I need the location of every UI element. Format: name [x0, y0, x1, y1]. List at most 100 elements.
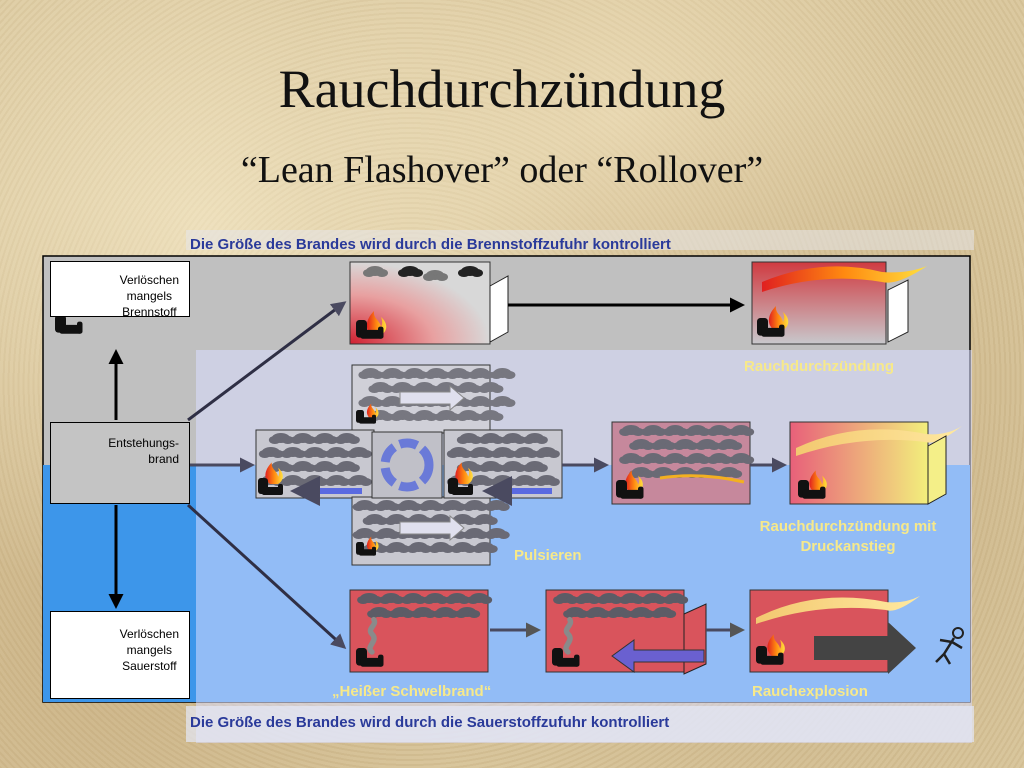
cloud-puff	[281, 436, 294, 444]
box-verloeschen-brennstoff: Verlöschen mangels Brennstoff	[50, 261, 190, 319]
cloud-puff	[534, 478, 547, 486]
smoke-icon	[367, 616, 378, 655]
cloud-puff	[459, 450, 472, 458]
figure-head	[952, 627, 964, 639]
cloud-icon	[450, 542, 476, 553]
cloud-icon	[418, 500, 444, 511]
cloud-puff	[676, 428, 689, 436]
chair-seat	[360, 657, 383, 667]
cloud-puff	[445, 596, 458, 604]
cloud-icon	[462, 500, 488, 511]
armchair-icon	[258, 478, 283, 495]
cloud-puff	[729, 456, 742, 464]
cloud-icon	[433, 607, 459, 618]
cloud-icon	[685, 425, 711, 436]
cloud-puff	[428, 545, 441, 553]
top-banner-band	[186, 230, 974, 250]
cloud-puff	[491, 413, 504, 421]
cloud-puff	[490, 399, 503, 407]
cloud-puff	[698, 428, 711, 436]
cloud-puff	[500, 464, 513, 472]
box-text-line: Entstehungs-	[108, 436, 179, 450]
arrow-icon	[399, 384, 465, 412]
cloud-puff	[513, 464, 526, 472]
cloud-puff	[371, 399, 384, 407]
cloud-puff	[384, 545, 397, 553]
cloud-puff	[347, 436, 360, 444]
cloud-puff	[396, 503, 409, 511]
cloud-icon	[707, 425, 733, 436]
cloud-icon	[685, 453, 711, 464]
cloud-icon	[312, 461, 338, 472]
cloud-puff	[469, 436, 482, 444]
cloud-puff	[663, 596, 676, 604]
cloud-puff	[456, 385, 469, 393]
armchair-icon	[356, 320, 384, 339]
cloud-puff	[472, 545, 485, 553]
caption-rauchdurchzuendung: Rauchdurchzündung	[744, 358, 894, 375]
cloud-puff	[453, 503, 466, 511]
cloud-icon	[629, 467, 655, 478]
cloud-puff	[563, 610, 576, 618]
cloud-puff	[389, 610, 402, 618]
cloud-puff	[363, 269, 375, 277]
cloud-icon	[379, 593, 405, 604]
cloud-puff	[575, 596, 588, 604]
cloud-puff	[525, 478, 538, 486]
cloud-icon	[478, 433, 504, 444]
caption-line: Rauchdurchzündung mit	[759, 518, 937, 535]
box-text-line: Brennstoff	[122, 305, 177, 319]
cloud-puff	[513, 436, 526, 444]
cloud-puff	[456, 413, 469, 421]
cloud-icon	[390, 410, 416, 421]
cloud-puff	[512, 478, 525, 486]
cloud-puff	[409, 503, 422, 511]
bottom-banner-band	[186, 706, 974, 742]
cloud-puff	[458, 269, 470, 277]
cloud-icon	[358, 396, 384, 407]
cloud-puff	[654, 596, 667, 604]
cloud-icon	[367, 607, 393, 618]
flame-tongue	[756, 596, 920, 624]
cloud-puff	[469, 413, 482, 421]
chair-seat	[620, 489, 643, 499]
cloud-icon	[346, 447, 372, 458]
cloud-puff	[481, 371, 494, 379]
cloud-puff	[312, 464, 325, 472]
cloud-icon	[729, 425, 755, 436]
cloud-puff	[717, 470, 730, 478]
cloud-puff	[334, 436, 347, 444]
cloud-icon	[490, 396, 516, 407]
flame-shape	[625, 470, 643, 492]
cloud-puff	[566, 596, 579, 604]
arrow-icon	[814, 622, 916, 674]
caption-rauchexplosion: Rauchexplosion	[752, 683, 868, 700]
cloud-icon	[522, 461, 548, 472]
cloud-icon	[575, 593, 601, 604]
cloud-puff	[402, 371, 415, 379]
cloud-puff	[431, 503, 444, 511]
top-banner: Die Größe des Brandes wird durch die Bre…	[190, 236, 671, 253]
chair-arm	[278, 484, 283, 495]
cloud-puff	[641, 428, 654, 436]
cloud-puff	[471, 269, 483, 277]
cloud-puff	[359, 478, 372, 486]
cloud-puff	[707, 428, 720, 436]
armchair-icon	[616, 480, 644, 499]
cloud-puff	[720, 428, 733, 436]
cloud-puff	[485, 545, 498, 553]
cloud-puff	[478, 413, 491, 421]
cloud-puff	[469, 464, 482, 472]
cloud-puff	[698, 456, 711, 464]
cloud-puff	[641, 596, 654, 604]
cloud-puff	[491, 436, 504, 444]
circular-arrows-icon	[380, 438, 434, 492]
arrow-icon	[611, 639, 705, 673]
cloud-icon	[597, 593, 623, 604]
cloud-puff	[468, 371, 481, 379]
figure-body	[935, 637, 963, 665]
arrow-icon	[399, 514, 465, 542]
cloud-puff	[419, 545, 432, 553]
armchair-icon	[757, 318, 785, 337]
cloud-puff	[375, 517, 388, 525]
